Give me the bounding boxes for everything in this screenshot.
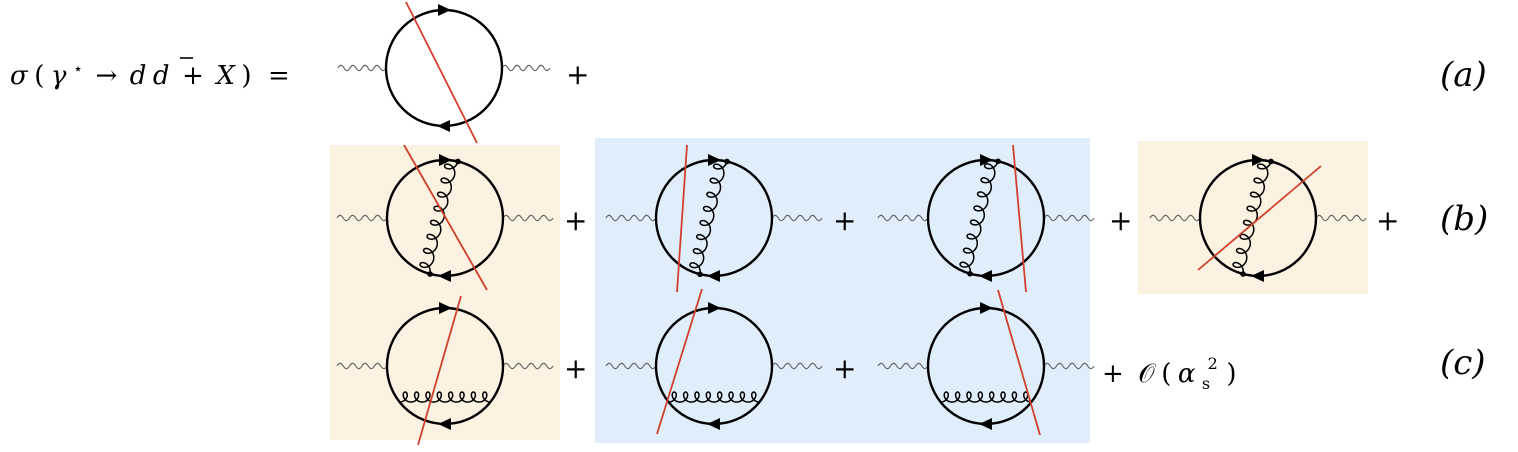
vertex-dot (455, 158, 461, 165)
diagram-lo (337, 1, 551, 144)
antiquark-arrow-bottom (707, 270, 720, 282)
row-label-b: (b) (1440, 199, 1488, 239)
plus-operator: + (564, 352, 587, 385)
photon-line-out (501, 64, 551, 72)
gluon-line (1232, 161, 1272, 275)
diagram-virtual-1 (605, 144, 823, 293)
gluon-line (668, 391, 760, 403)
plus-operator: + (1109, 204, 1132, 237)
photon-line-out (1043, 214, 1095, 222)
vertex-dot (1240, 271, 1246, 277)
photon-line-out (771, 362, 823, 370)
antiquark-arrow-bottom (979, 270, 992, 282)
plus-operator: + (1376, 204, 1399, 237)
cut-line (1012, 144, 1027, 293)
quark-arrow-top (980, 302, 993, 314)
photon-line-in (877, 362, 929, 370)
antiquark-arrow-bottom (979, 418, 992, 430)
quark-arrow-top (708, 302, 721, 314)
vertex-dot (427, 271, 433, 277)
photon-line-in (336, 214, 388, 222)
cut-line (405, 1, 478, 144)
row-label-a: (a) (1440, 55, 1487, 95)
diagram-real-1 (336, 144, 554, 291)
gluon-line (399, 391, 491, 403)
antiquark-arrow-bottom (707, 418, 720, 430)
vertex-dot (995, 158, 1001, 165)
antiquark-arrow-bottom (1251, 270, 1264, 282)
real-emission-box-left (330, 145, 560, 440)
order-term: + 𝒪 ( α s 2 ) (1102, 346, 1236, 395)
cut-line (417, 295, 462, 446)
photon-line-in (1149, 214, 1201, 222)
diagram-virtual-3 (605, 288, 823, 435)
quark-arrow-top (438, 4, 451, 16)
vertex-dot (697, 271, 703, 278)
lhs-equation: σ ( γ ⋆ → d d + X ) = (10, 51, 290, 91)
photon-line-in (336, 362, 388, 370)
vertex-dot (724, 158, 730, 165)
diagram-real-3 (336, 295, 554, 446)
real-emission-box-right (1138, 141, 1368, 294)
row-label-c: (c) (1440, 343, 1486, 383)
plus-operator: + (564, 204, 587, 237)
cut-line (997, 289, 1041, 436)
diagram-real-2 (1149, 154, 1367, 282)
quark-loop (384, 8, 504, 128)
photon-line-out (771, 214, 823, 222)
cut-line (676, 144, 688, 293)
diagram-virtual-4 (877, 289, 1095, 436)
antiquark-arrow-bottom (437, 120, 450, 132)
cut-line (656, 288, 703, 435)
photon-line-out (1043, 362, 1095, 370)
vertex-dot (1268, 158, 1274, 165)
gluon-line (419, 161, 459, 275)
gluon-line (689, 161, 728, 275)
photon-line-in (337, 64, 387, 72)
plus-operator: + (833, 204, 856, 237)
photon-line-in (605, 362, 657, 370)
quark-arrow-top (439, 302, 452, 314)
cut-line (403, 144, 488, 291)
antiquark-arrow-bottom (438, 270, 451, 282)
cut-line (1197, 165, 1322, 271)
photon-line-in (605, 214, 657, 222)
vertex-dot (967, 270, 973, 277)
quark-arrow-top (1252, 154, 1265, 166)
quark-arrow-top (708, 154, 721, 166)
quark-arrow-top (439, 154, 452, 166)
photon-line-in (877, 214, 929, 222)
plus-operator: + (566, 58, 589, 91)
diagram-virtual-2 (877, 144, 1095, 293)
gluon-line (959, 161, 999, 274)
photon-line-out (1315, 214, 1367, 222)
gluon-line (940, 391, 1032, 403)
plus-operator: + (833, 352, 856, 385)
quark-arrow-top (980, 154, 993, 166)
photon-line-out (502, 214, 554, 222)
antiquark-arrow-bottom (438, 418, 451, 430)
photon-line-out (502, 362, 554, 370)
